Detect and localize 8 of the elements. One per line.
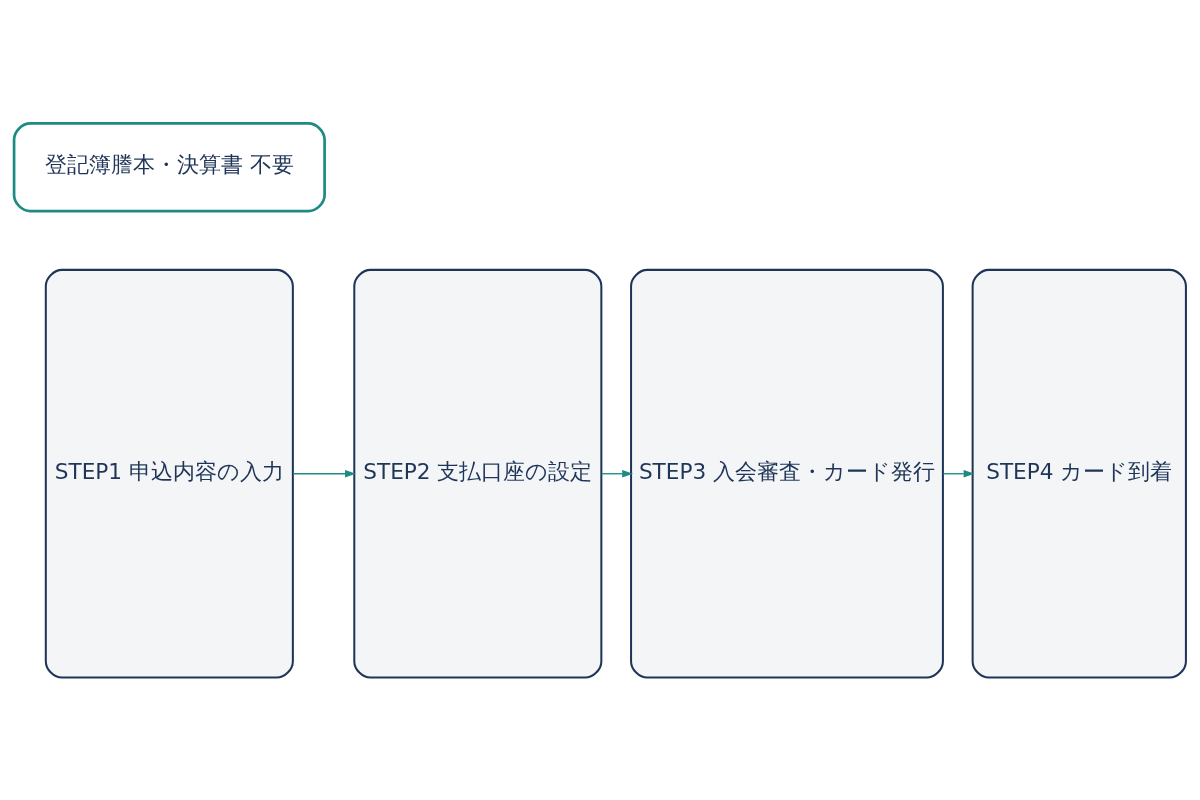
node-box: STEP2 支払口座の設定 (353, 268, 603, 679)
node-box: STEP1 申込内容の入力 (44, 268, 294, 679)
node-box: STEP4 カード到着 (971, 268, 1187, 679)
node-box: STEP3 入会審査・カード発行 (630, 268, 944, 679)
node-box: 登記簿謄本・決算書 不要 (12, 121, 326, 212)
arrow (292, 469, 356, 478)
arrow (600, 469, 633, 478)
arrow (942, 469, 975, 478)
